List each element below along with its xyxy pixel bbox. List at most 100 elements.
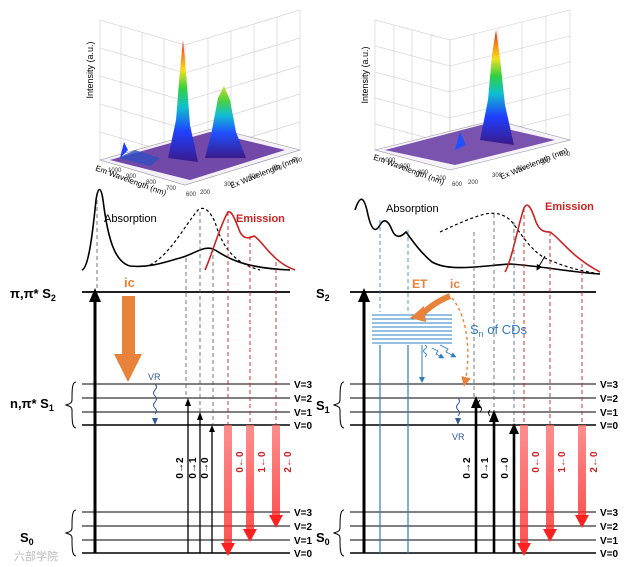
right-s1-v1: V=1 <box>600 408 619 419</box>
right-main-peak <box>480 30 514 145</box>
left-s0-v2: V=2 <box>294 522 313 533</box>
right-s0-v0: V=0 <box>600 549 619 560</box>
left-s0-label: S <box>20 530 29 545</box>
right-s0-v1: V=1 <box>600 536 619 547</box>
left-emission-1-0: 1←0 <box>257 451 268 473</box>
right-x-tick: 600 <box>452 182 463 188</box>
left-x-tick: 800 <box>146 180 157 186</box>
right-emission-1-0: 1←0 <box>557 451 568 473</box>
right-emission-arrow-0 <box>520 425 528 545</box>
left-x-tick: 1000 <box>108 168 122 174</box>
right-sn-suffix: of CDs <box>484 322 528 337</box>
svg-text:n,π* S1: n,π* S1 <box>10 396 54 413</box>
left-emission-label: Emission <box>236 213 285 225</box>
left-s1-label: n,π* S <box>10 396 49 411</box>
right-transition-0-2: 0→2 <box>462 457 473 479</box>
right-x-tick: 1000 <box>382 158 396 164</box>
left-s2-sub: 2 <box>51 293 56 303</box>
right-emission-arrow-2 <box>578 425 586 517</box>
right-s0-v3: V=3 <box>600 508 619 519</box>
left-z-axis-label: Intensity (a.u.) <box>85 41 95 98</box>
right-y-tick: 200 <box>468 180 479 186</box>
right-absorption-label: Absorption <box>386 203 439 215</box>
left-ic-arrow <box>122 296 135 356</box>
left-s0-sub: 0 <box>29 537 34 547</box>
left-jablonski: π,π* S2 n,π* S1 S0 ic VR <box>10 200 313 560</box>
left-ic-label: ic <box>124 275 135 290</box>
left-main-peak <box>168 40 198 162</box>
left-x-tick: 700 <box>166 186 177 192</box>
left-s1-sub: 1 <box>49 403 54 413</box>
svg-text:Sn of CDs: Sn of CDs <box>470 322 528 339</box>
right-s0-sub: 0 <box>325 537 330 547</box>
right-s1-v3: V=3 <box>600 380 619 391</box>
right-s1-label: S <box>316 398 325 413</box>
right-sn-label: S <box>470 322 479 337</box>
left-surface-plot: Intensity (a.u.) Em Wavelength (nm) Ex W… <box>85 9 303 198</box>
watermark: 六部学院 <box>14 549 58 563</box>
right-excitation-curve <box>439 212 601 275</box>
right-x-tick: 700 <box>436 176 447 182</box>
left-s1-v1: V=1 <box>294 408 313 419</box>
right-s1-sub: 1 <box>325 405 330 415</box>
left-secondary-peak <box>205 86 246 158</box>
right-y-tick: 500 <box>540 159 551 165</box>
right-sn-sub: n <box>479 329 484 339</box>
left-s2-label: π,π* S <box>10 286 51 301</box>
left-transition-0-0: 0→0 <box>200 457 211 479</box>
left-vr-squiggle <box>153 383 157 415</box>
right-ic-arrow <box>451 297 471 387</box>
left-vr-label: VR <box>148 372 161 382</box>
right-y-tick: 300 <box>492 173 503 179</box>
svg-text:S0: S0 <box>316 530 330 547</box>
right-transition-0-1: 0→1 <box>480 457 491 479</box>
right-sn-stack <box>372 314 452 344</box>
right-vr-label: VR <box>452 432 465 442</box>
right-s1-v2: V=2 <box>600 394 619 405</box>
right-emission-2-0: 2←0 <box>589 451 600 473</box>
right-emission-arrow-1 <box>546 425 554 531</box>
right-spectra: Absorption Emission <box>354 198 601 275</box>
left-transition-0-1: 0→1 <box>188 457 199 479</box>
right-y-tick: 600 <box>560 152 571 158</box>
left-s0-v0: V=0 <box>294 549 313 560</box>
right-vr-squiggle <box>456 397 460 417</box>
right-absorption-curve <box>354 198 601 275</box>
left-y-tick: 500 <box>272 166 283 172</box>
right-s2-sub: 2 <box>325 293 330 303</box>
right-s0-v2: V=2 <box>600 522 619 533</box>
left-emission-2-0: 2←0 <box>283 451 294 473</box>
right-emission-label: Emission <box>545 201 594 213</box>
left-absorption-curve <box>81 188 291 271</box>
left-emission-arrow-0 <box>224 425 232 545</box>
right-y-tick: 400 <box>516 166 527 172</box>
left-emission-0-0: 0←0 <box>235 451 246 473</box>
svg-text:S2: S2 <box>316 286 330 303</box>
right-ic-label: ic <box>450 277 460 291</box>
left-y-tick: 300 <box>224 182 235 188</box>
right-s2-label: S <box>316 286 325 301</box>
left-x-tick: 900 <box>126 174 137 180</box>
right-emission-curve <box>504 204 601 273</box>
right-z-axis-label: Intensity (a.u.) <box>360 46 370 103</box>
right-emission-0-0: 0←0 <box>531 451 542 473</box>
right-transition-0-0: 0→0 <box>500 457 511 479</box>
right-et-label: ET <box>412 277 428 291</box>
svg-text:S0: S0 <box>20 530 34 547</box>
left-x-tick: 600 <box>186 192 197 198</box>
right-s1-v0: V=0 <box>600 421 619 432</box>
left-s0-v1: V=1 <box>294 536 313 547</box>
svg-text:π,π* S2: π,π* S2 <box>10 286 56 303</box>
left-emission-curve <box>204 211 296 271</box>
left-absorption-label: Absorption <box>104 213 157 225</box>
right-x-tick: 800 <box>418 170 429 176</box>
right-surface-plot: Intensity (a.u.) Em Wavelength (nm) Ex W… <box>360 9 572 188</box>
right-s0-label: S <box>316 530 325 545</box>
left-s1-v0: V=0 <box>294 421 313 432</box>
left-s0-v3: V=3 <box>294 508 313 519</box>
right-x-tick: 900 <box>400 164 411 170</box>
left-emission-arrow-1 <box>246 425 254 531</box>
left-y-tick: 400 <box>248 174 259 180</box>
